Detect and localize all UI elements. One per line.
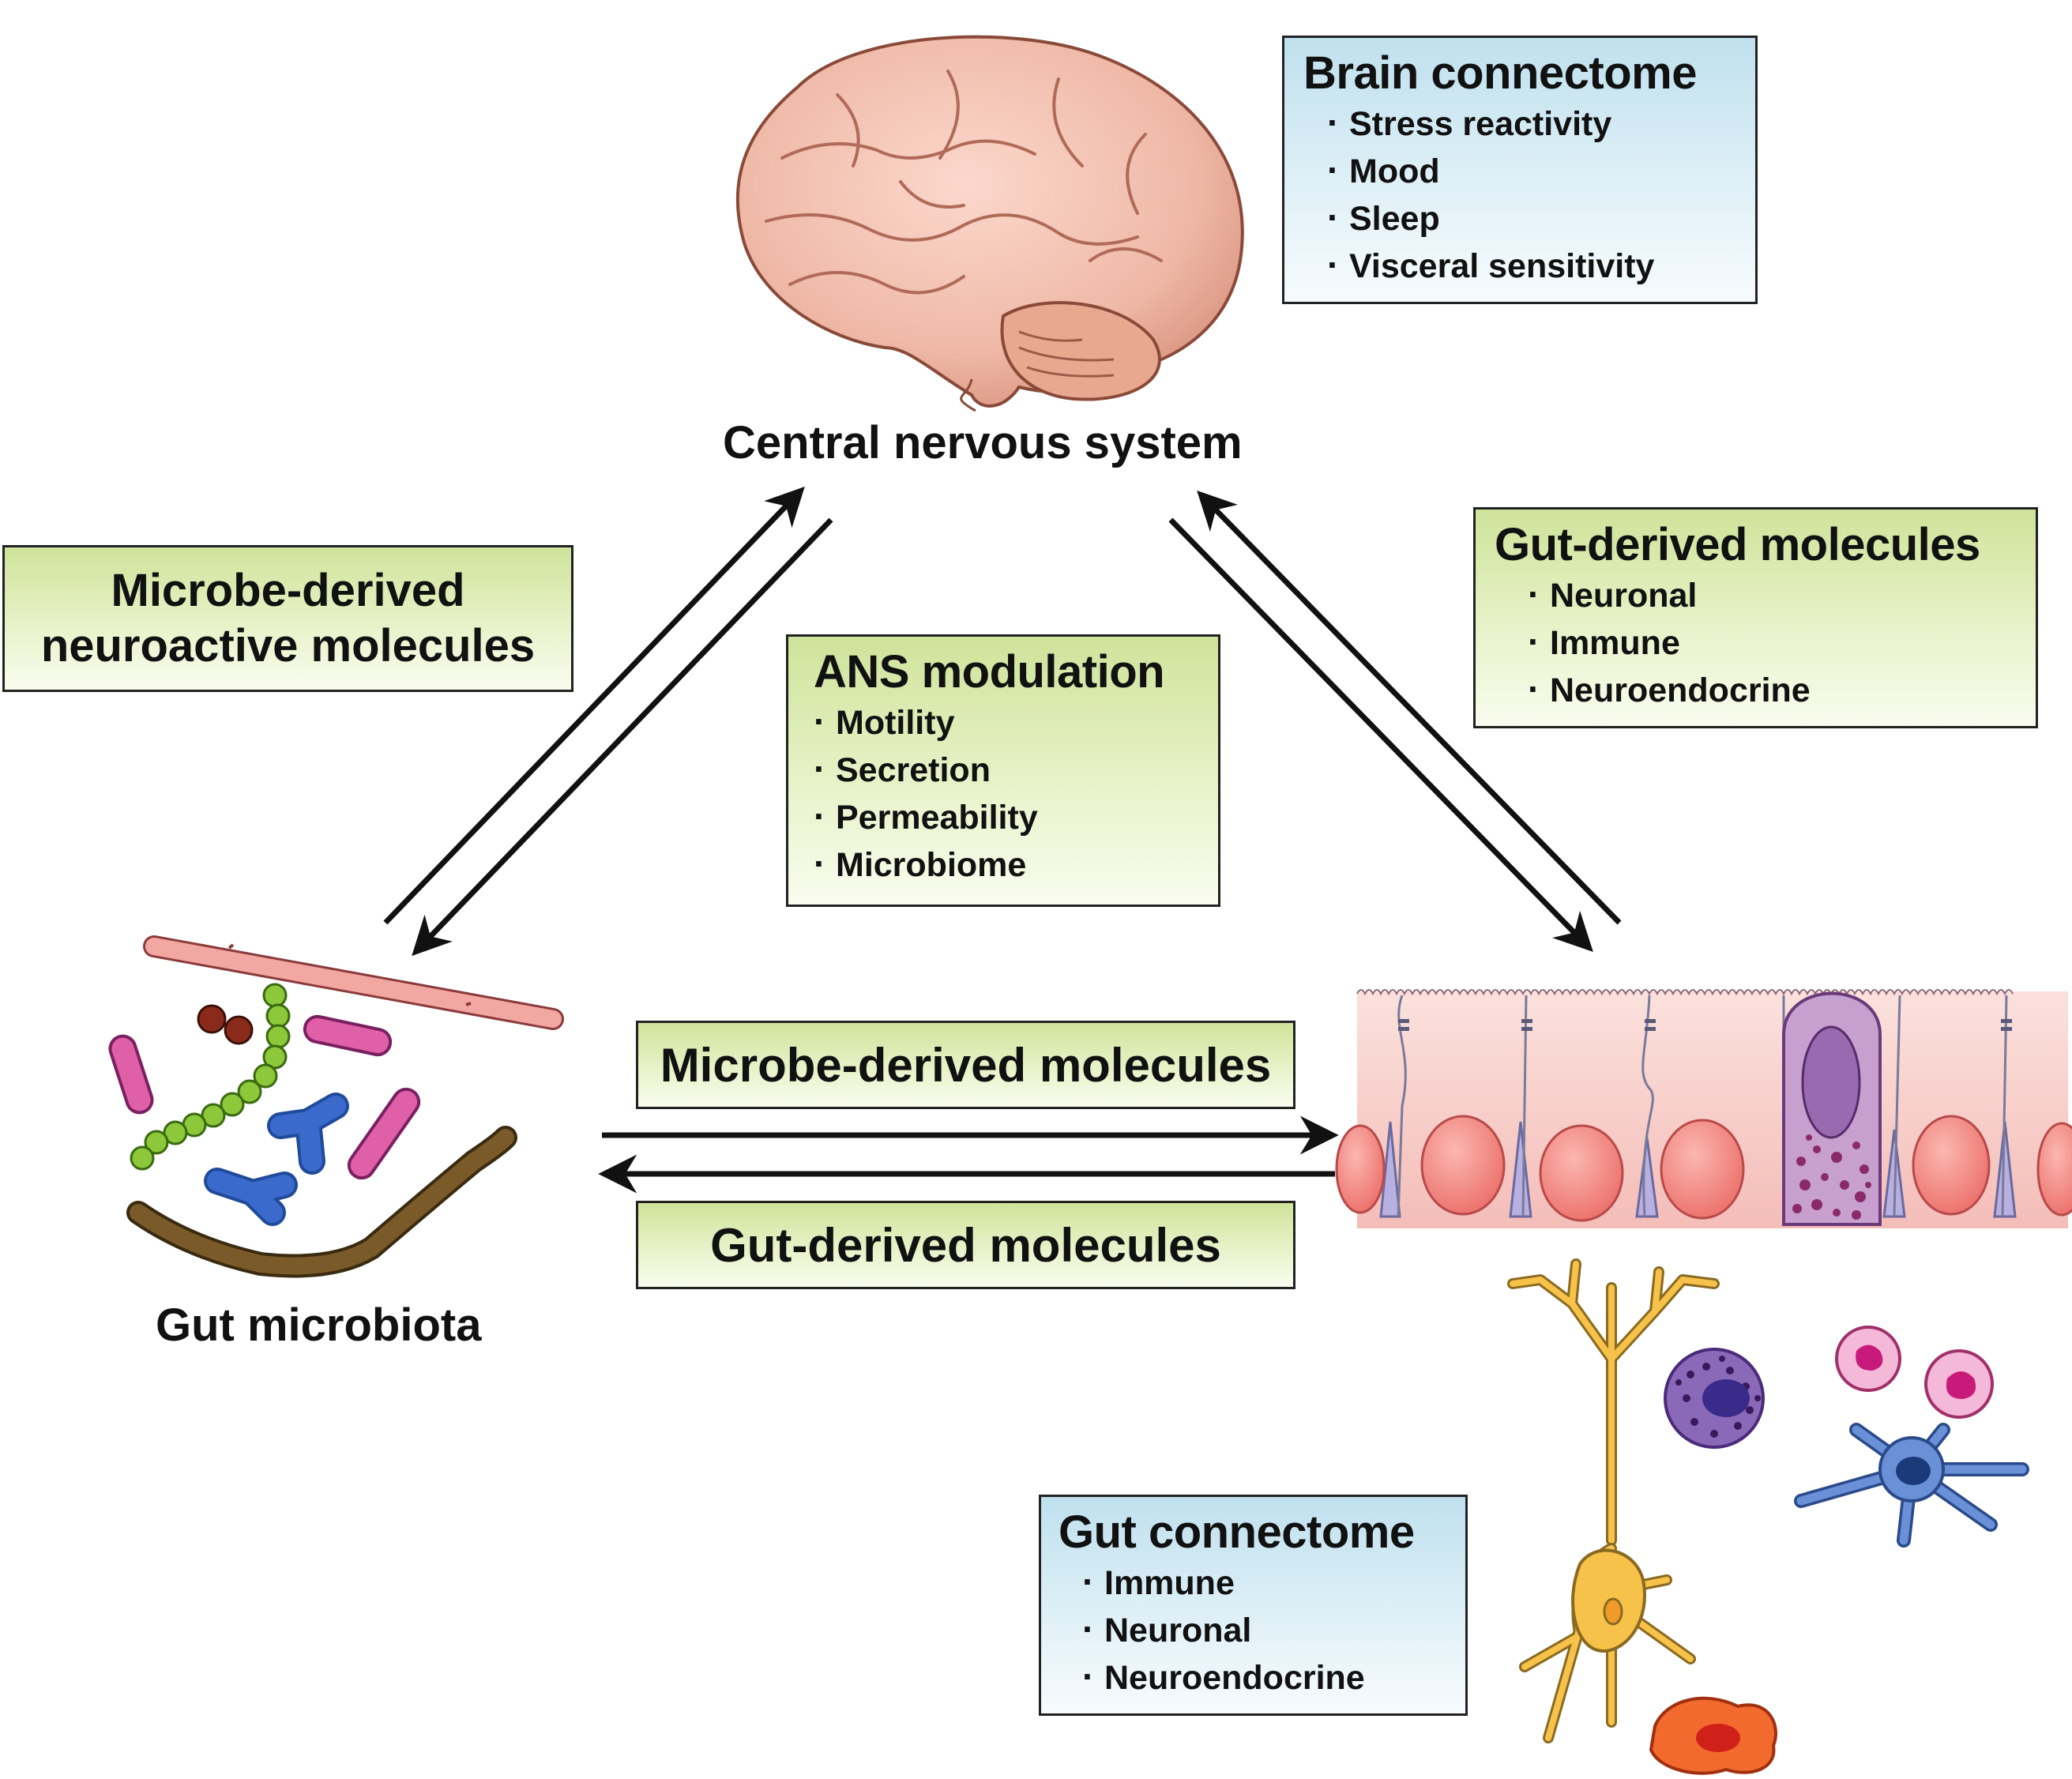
gut-derived-top-box: Gut-derived molecules Neuronal Immune Ne… [1473, 507, 2038, 728]
gut-connectome-box: Gut connectome Immune Neuronal Neuroendo… [1039, 1495, 1468, 1716]
list-item: Neuroendocrine [1528, 666, 2017, 713]
microbe-molecules-label: Microbe-derived molecules [660, 1038, 1272, 1092]
microbe-molecules-box: Microbe-derived molecules [636, 1021, 1295, 1109]
gut-derived-top-list: Neuronal Immune Neuroendocrine [1495, 571, 2017, 713]
brain-connectome-box: Brain connectome Stress reactivity Mood … [1282, 36, 1758, 304]
immune-cells-illustration [1649, 1326, 2029, 1775]
ans-modulation-box: ANS modulation Motility Secretion Permea… [786, 634, 1220, 907]
ans-modulation-title: ANS modulation [814, 646, 1165, 698]
list-item: Stress reactivity [1327, 100, 1736, 147]
list-item: Sleep [1327, 194, 1736, 242]
list-item: Neuronal [1528, 571, 2017, 619]
gut-epithelium-illustration [1335, 989, 2072, 1228]
ans-modulation-list: Motility Secretion Permeability Microbio… [814, 698, 1193, 888]
gut-connectome-list: Immune Neuronal Neuroendocrine [1059, 1559, 1448, 1701]
list-item: Immune [1528, 619, 2017, 666]
list-item: Mood [1327, 147, 1736, 194]
brain-connectome-list: Stress reactivity Mood Sleep Visceral se… [1303, 100, 1736, 289]
neuron-illustration [1507, 1258, 1720, 1743]
brain-connectome-title: Brain connectome [1303, 47, 1698, 99]
brain-illustration [735, 35, 1244, 412]
arrow-gut-to-cns [1197, 490, 1622, 925]
arrow-cns-to-microbiota [412, 517, 833, 957]
gut-connectome-title: Gut connectome [1059, 1506, 1415, 1558]
list-item: Microbiome [814, 841, 1193, 888]
list-item: Permeability [814, 793, 1193, 841]
cns-label: Central nervous system [723, 417, 1243, 468]
arrow-cns-to-gut [1168, 517, 1593, 953]
bacteria-illustration [108, 935, 564, 1278]
microbe-neuroactive-box: Microbe-derived neuroactive molecules [2, 545, 573, 692]
list-item: Neuroendocrine [1082, 1653, 1448, 1701]
list-item: Motility [814, 698, 1193, 746]
list-item: Secretion [814, 746, 1193, 793]
list-item: Visceral sensitivity [1327, 242, 1736, 289]
microbe-neuroactive-line2: neuroactive molecules [40, 620, 536, 671]
arrow-microbiota-to-cns [383, 486, 805, 925]
microbiota-label: Gut microbiota [156, 1299, 482, 1351]
list-item: Neuronal [1082, 1606, 1448, 1653]
microbe-neuroactive-line1: Microbe-derived [111, 565, 465, 616]
gut-derived-top-title: Gut-derived molecules [1495, 519, 1980, 570]
gut-molecules-box: Gut-derived molecules [636, 1201, 1295, 1289]
list-item: Immune [1082, 1559, 1448, 1606]
gut-molecules-label: Gut-derived molecules [710, 1218, 1221, 1272]
